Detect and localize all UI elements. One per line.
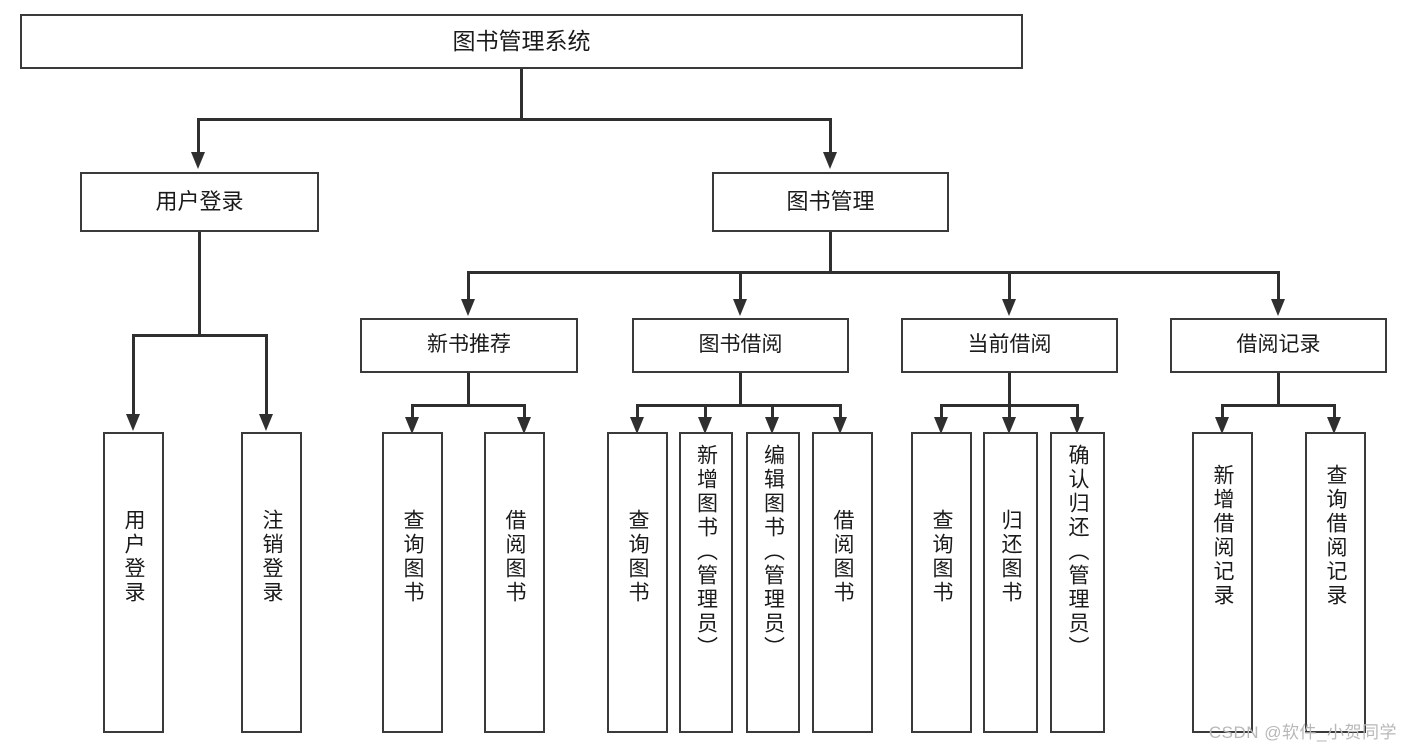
connector-to-user-login: [197, 118, 200, 154]
arrow-leaf-user-login: [126, 414, 140, 431]
node-leaf-borrow-book-new[interactable]: 借阅图书: [484, 432, 545, 733]
connector-current-borrow-child-2: [1008, 404, 1011, 419]
connector-borrow-record-child-1: [1221, 404, 1224, 419]
node-label: 图书借阅: [698, 333, 783, 357]
arrow-to-book-management: [823, 152, 837, 169]
node-label: 查询借阅记录: [1324, 464, 1347, 608]
arrow-leaf-query-book-3: [934, 417, 948, 434]
node-user-login[interactable]: 用户登录: [80, 172, 319, 232]
arrow-leaf-return-book: [1002, 417, 1016, 434]
arrow-leaf-add-book: [698, 417, 712, 434]
node-label: 新增借阅记录: [1211, 464, 1234, 608]
node-leaf-logout-login[interactable]: 注销登录: [241, 432, 302, 733]
arrow-to-new-book-recommend: [461, 299, 475, 316]
node-leaf-user-login[interactable]: 用户登录: [103, 432, 164, 733]
node-label: 借阅图书: [831, 509, 854, 605]
arrow-leaf-query-book-1: [405, 417, 419, 434]
arrow-to-book-borrow: [733, 299, 747, 316]
arrow-to-user-login: [191, 152, 205, 169]
node-label: 新增图书（管理员）: [694, 444, 718, 660]
arrow-to-borrow-record: [1271, 299, 1285, 316]
arrow-leaf-borrow-book-2: [833, 417, 847, 434]
connector-level1-bus: [198, 118, 832, 121]
connector-book-borrow-trunk: [739, 373, 742, 405]
node-leaf-add-book[interactable]: 新增图书（管理员）: [679, 432, 733, 733]
connector-to-borrow-record: [1277, 271, 1280, 301]
connector-current-borrow-child-3: [1076, 404, 1079, 419]
node-label: 归还图书: [999, 509, 1022, 605]
connector-root-trunk: [520, 69, 523, 119]
node-leaf-add-borrow-record[interactable]: 新增借阅记录: [1192, 432, 1253, 733]
node-leaf-edit-book[interactable]: 编辑图书（管理员）: [746, 432, 800, 733]
arrow-to-current-borrow: [1002, 299, 1016, 316]
connector-user-login-trunk: [198, 232, 201, 335]
arrow-leaf-query-book-2: [630, 417, 644, 434]
node-root-book-management-system[interactable]: 图书管理系统: [20, 14, 1023, 69]
connector-level2-bus: [468, 271, 1278, 274]
connector-to-current-borrow: [1008, 271, 1011, 301]
node-label: 用户登录: [155, 189, 244, 215]
node-label: 借阅图书: [503, 509, 526, 605]
node-label: 借阅记录: [1236, 333, 1321, 357]
arrow-leaf-confirm-return: [1070, 417, 1084, 434]
node-borrow-record[interactable]: 借阅记录: [1170, 318, 1387, 373]
node-leaf-return-book[interactable]: 归还图书: [983, 432, 1038, 733]
node-book-management[interactable]: 图书管理: [712, 172, 949, 232]
connector-book-borrow-child-4: [839, 404, 842, 419]
node-label: 确认归还（管理员）: [1066, 444, 1089, 660]
connector-user-login-child-1: [132, 334, 135, 416]
connector-to-book-borrow: [739, 271, 742, 301]
connector-user-login-child-2: [265, 334, 268, 416]
connector-borrow-record-child-2: [1333, 404, 1336, 419]
node-leaf-borrow-book-borrow[interactable]: 借阅图书: [812, 432, 873, 733]
connector-user-login-bus: [133, 334, 267, 337]
arrow-leaf-edit-book: [765, 417, 779, 434]
connector-book-borrow-bus: [637, 404, 841, 407]
connector-borrow-record-bus: [1222, 404, 1335, 407]
node-label: 查询图书: [401, 509, 424, 605]
node-label: 编辑图书（管理员）: [761, 444, 785, 660]
connector-current-borrow-child-1: [940, 404, 943, 419]
arrow-leaf-logout-login: [259, 414, 273, 431]
watermark-text: CSDN @软件_小贺同学: [1208, 723, 1397, 742]
connector-current-borrow-trunk: [1008, 373, 1011, 405]
arrow-leaf-query-record: [1327, 417, 1341, 434]
node-book-borrow[interactable]: 图书借阅: [632, 318, 849, 373]
node-leaf-query-book-new[interactable]: 查询图书: [382, 432, 443, 733]
connector-book-management-trunk: [829, 232, 832, 272]
node-leaf-confirm-return[interactable]: 确认归还（管理员）: [1050, 432, 1105, 733]
connector-new-book-child-2: [523, 404, 526, 419]
connector-book-borrow-child-3: [771, 404, 774, 419]
arrow-leaf-borrow-book-1: [517, 417, 531, 434]
node-leaf-query-book-borrow[interactable]: 查询图书: [607, 432, 668, 733]
connector-book-borrow-child-2: [704, 404, 707, 419]
node-label: 查询图书: [930, 509, 953, 605]
connector-to-new-book-recommend: [467, 271, 470, 301]
connector-new-book-trunk: [467, 373, 470, 405]
connector-borrow-record-trunk: [1277, 373, 1280, 405]
node-label: 图书管理系统: [452, 28, 591, 55]
connector-book-borrow-child-1: [636, 404, 639, 419]
node-label: 当前借阅: [967, 333, 1052, 357]
node-label: 查询图书: [626, 509, 649, 605]
node-label: 用户登录: [122, 509, 145, 605]
connector-new-book-child-1: [411, 404, 414, 419]
arrow-leaf-add-record: [1215, 417, 1229, 434]
connector-to-book-management: [829, 118, 832, 154]
node-leaf-query-borrow-record[interactable]: 查询借阅记录: [1305, 432, 1366, 733]
node-label: 图书管理: [786, 189, 875, 215]
node-current-borrow[interactable]: 当前借阅: [901, 318, 1118, 373]
node-label: 注销登录: [260, 509, 283, 605]
node-leaf-query-book-current[interactable]: 查询图书: [911, 432, 972, 733]
connector-new-book-bus: [412, 404, 525, 407]
node-label: 新书推荐: [427, 333, 511, 357]
node-new-book-recommend[interactable]: 新书推荐: [360, 318, 578, 373]
